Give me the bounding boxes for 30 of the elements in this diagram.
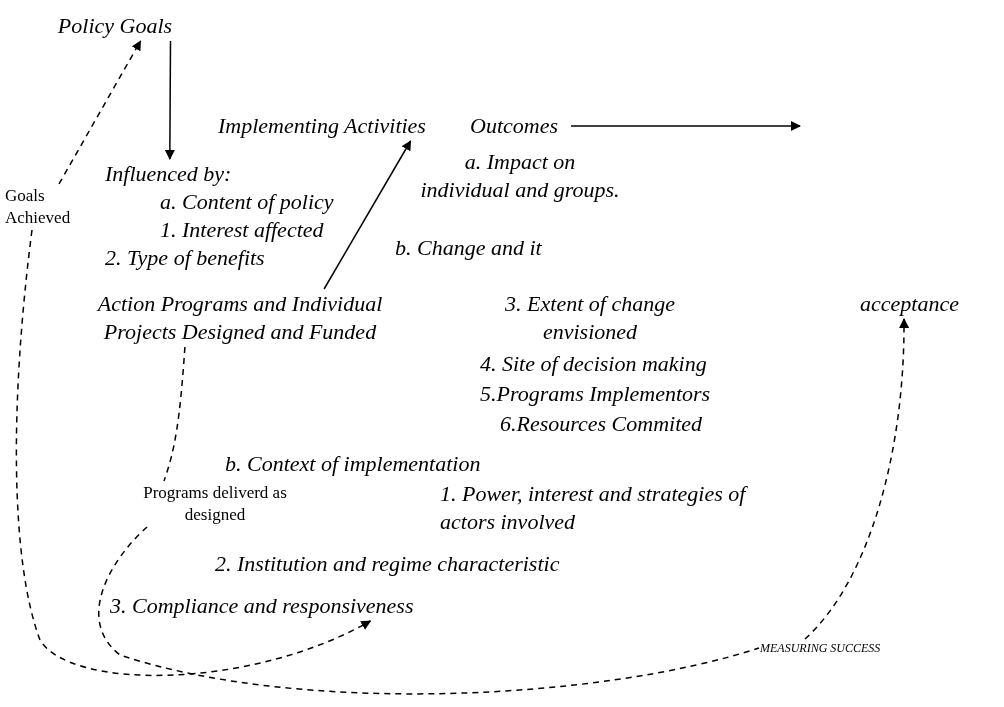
connector-line bbox=[98, 526, 760, 695]
text-line: 1. Interest affected bbox=[159, 216, 325, 244]
text-label: 3. Compliance and responsiveness bbox=[110, 592, 530, 620]
text-label: Goals Achieved bbox=[5, 185, 95, 229]
text-line: 2. Type of benefits bbox=[105, 244, 266, 272]
arrow bbox=[15, 229, 372, 676]
text-line: a. Content of policy bbox=[159, 188, 335, 216]
text-label: b. Context of implementation bbox=[225, 450, 482, 478]
text-label: Programs deliverd as designed bbox=[130, 482, 300, 526]
text-label: 2. Institution and regime characteristic bbox=[215, 550, 561, 578]
text-label: b. Change and it bbox=[395, 234, 543, 262]
text-label: MEASURING SUCCESS bbox=[760, 640, 910, 656]
text-line: Influenced by: bbox=[105, 160, 233, 188]
arrow bbox=[804, 318, 909, 640]
connector-line bbox=[163, 346, 186, 482]
text-label: 3. Extent of change envisioned bbox=[504, 290, 676, 346]
text-label: Action Programs and Individual Projects Designed and Funded bbox=[95, 290, 385, 346]
text-label: a. Impact on individual and groups. bbox=[420, 148, 620, 204]
arrow bbox=[164, 40, 175, 160]
text-label: 4. Site of decision making bbox=[480, 350, 708, 378]
arrow bbox=[323, 140, 412, 290]
text-label: Policy Goals bbox=[40, 12, 190, 40]
text-label: Implementing Activities bbox=[218, 112, 450, 140]
text-label: 6.Resources Commited bbox=[500, 410, 704, 438]
text-label: acceptance bbox=[860, 290, 970, 318]
arrow bbox=[58, 40, 142, 185]
text-label: 1. Power, interest and strategies of actors involved bbox=[440, 480, 749, 536]
text-label: 5.Programs Implementors bbox=[480, 380, 712, 408]
arrow bbox=[570, 121, 801, 131]
text-label: Outcomes bbox=[470, 112, 570, 140]
